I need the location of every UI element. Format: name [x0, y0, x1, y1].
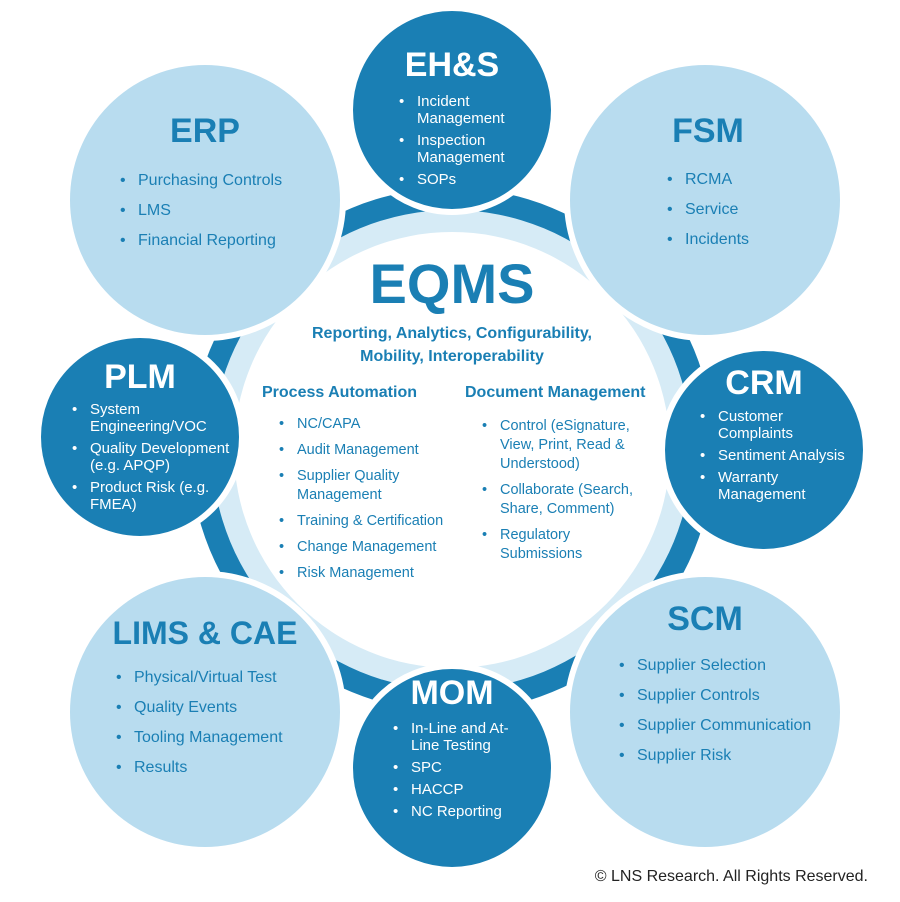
lims-item: Tooling Management — [116, 728, 306, 748]
mom-title: MOM — [410, 674, 494, 712]
mom-item: HACCP — [393, 781, 523, 798]
fsm-item: Service — [667, 200, 807, 220]
mom-item: SPC — [393, 759, 523, 776]
scm-list: Supplier Selection Supplier Controls Sup… — [619, 656, 829, 776]
erp-item: LMS — [120, 201, 300, 221]
erp-item: Financial Reporting — [120, 231, 300, 251]
plm-item: Product Risk (e.g. FMEA) — [72, 479, 232, 513]
document-management-list: Control (eSignature, View, Print, Read &… — [482, 417, 642, 571]
mom-list: In-Line and At-Line Testing SPC HACCP NC… — [393, 720, 523, 825]
center-subtitle-line: Mobility, Interoperability — [360, 348, 544, 365]
copyright-text: © LNS Research. All Rights Reserved. — [594, 868, 868, 885]
erp-item: Purchasing Controls — [120, 171, 300, 191]
fsm-item: RCMA — [667, 170, 807, 190]
plm-list: System Engineering/VOC Quality Developme… — [72, 401, 232, 518]
lims-list: Physical/Virtual Test Quality Events Too… — [116, 668, 306, 788]
erp-circle — [64, 59, 346, 341]
process-automation-item: Audit Management — [279, 441, 449, 460]
process-automation-item: NC/CAPA — [279, 415, 449, 434]
ehs-title: EH&S — [404, 46, 500, 84]
center-subtitle-line: Reporting, Analytics, Configurability, — [311, 325, 592, 342]
scm-item: Supplier Controls — [619, 686, 829, 706]
lims-item: Quality Events — [116, 698, 306, 718]
plm-item: Quality Development (e.g. APQP) — [72, 440, 232, 474]
ehs-item: SOPs — [399, 171, 524, 188]
document-management-heading: Document Management — [465, 384, 646, 401]
lims-item: Physical/Virtual Test — [116, 668, 306, 688]
center-title: EQMS — [369, 252, 535, 315]
document-management-item: Control (eSignature, View, Print, Read &… — [482, 417, 642, 474]
lims-title: LIMS & CAE — [112, 615, 298, 651]
crm-title: CRM — [725, 364, 803, 402]
mom-item: In-Line and At-Line Testing — [393, 720, 523, 754]
scm-circle — [564, 571, 846, 853]
crm-list: Customer Complaints Sentiment Analysis W… — [700, 408, 860, 508]
ehs-item: Incident Management — [399, 93, 524, 127]
fsm-item: Incidents — [667, 230, 807, 250]
mom-item: NC Reporting — [393, 803, 523, 820]
document-management-item: Regulatory Submissions — [482, 526, 642, 564]
ehs-list: Incident Management Inspection Managemen… — [399, 93, 524, 193]
lims-item: Results — [116, 758, 306, 778]
crm-item: Customer Complaints — [700, 408, 860, 442]
crm-item: Warranty Management — [700, 469, 860, 503]
process-automation-item: Supplier Quality Management — [279, 467, 449, 505]
scm-item: Supplier Risk — [619, 746, 829, 766]
crm-item: Sentiment Analysis — [700, 447, 860, 464]
plm-title: PLM — [104, 358, 176, 396]
scm-item: Supplier Selection — [619, 656, 829, 676]
process-automation-item: Training & Certification — [279, 512, 449, 531]
process-automation-item: Risk Management — [279, 564, 449, 583]
document-management-item: Collaborate (Search, Share, Comment) — [482, 481, 642, 519]
scm-item: Supplier Communication — [619, 716, 829, 736]
plm-item: System Engineering/VOC — [72, 401, 232, 435]
ehs-item: Inspection Management — [399, 132, 524, 166]
scm-title: SCM — [667, 600, 743, 638]
erp-title: ERP — [170, 112, 240, 150]
process-automation-list: NC/CAPA Audit Management Supplier Qualit… — [279, 415, 449, 590]
process-automation-heading: Process Automation — [262, 384, 417, 401]
fsm-title: FSM — [672, 112, 744, 150]
fsm-list: RCMA Service Incidents — [667, 170, 807, 260]
process-automation-item: Change Management — [279, 538, 449, 557]
center-subtitle: Reporting, Analytics, Configurability, M… — [262, 322, 642, 368]
erp-list: Purchasing Controls LMS Financial Report… — [120, 171, 300, 261]
